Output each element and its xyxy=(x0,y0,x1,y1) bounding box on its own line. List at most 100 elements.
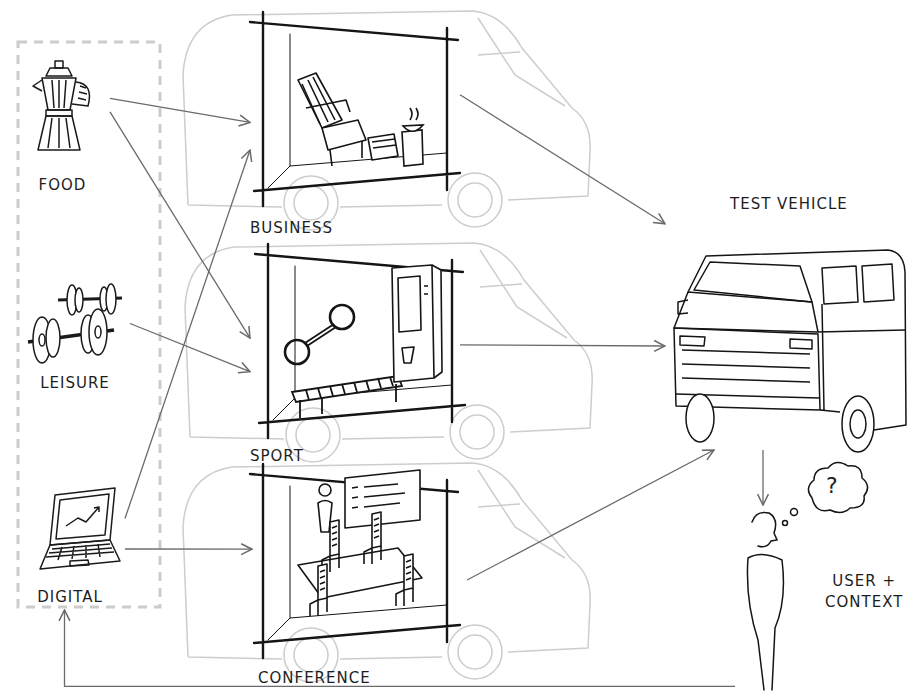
flow-arrow xyxy=(130,324,250,372)
laptop-icon xyxy=(40,488,120,569)
node-label: SPORT xyxy=(250,446,450,467)
moka-pot-icon-part xyxy=(38,116,80,150)
ghost-van-outline xyxy=(183,463,590,682)
flow-arrow xyxy=(125,150,250,519)
node-label: DIGITAL xyxy=(15,587,125,608)
coffee-table-sketch xyxy=(402,108,423,166)
scenario-box: SPORT xyxy=(250,244,460,468)
ghost-van-outline xyxy=(183,11,590,230)
dumbbells-icon-part xyxy=(95,326,101,338)
node-label: TEST VEHICLE xyxy=(730,194,905,215)
node-label: LEISURE xyxy=(20,373,130,394)
meeting-sketch-part xyxy=(352,484,405,508)
moka-pot-icon-part xyxy=(42,78,76,110)
flow-arrow xyxy=(762,450,763,505)
coffee-table-sketch-part xyxy=(402,130,423,166)
vending-machine-sketch-part xyxy=(392,265,434,382)
gym-equipment-sketch-part xyxy=(292,376,402,402)
test-van-sketch-part xyxy=(818,304,905,412)
meeting-sketch-part xyxy=(310,564,327,616)
node-label: FOOD xyxy=(15,175,110,196)
lounge-chair-sketch-part xyxy=(302,77,335,124)
test-van-sketch-part xyxy=(842,396,874,452)
laptop-icon-part xyxy=(66,507,99,526)
dumbbells-icon-part xyxy=(75,288,83,312)
gym-equipment-sketch xyxy=(285,305,402,418)
user-node: USER + CONTEXT xyxy=(735,505,910,690)
scenario-box: BUSINESS xyxy=(250,12,460,242)
dumbbells-icon-part xyxy=(46,319,60,357)
flow-arrow xyxy=(467,450,714,580)
lounge-chair-sketch-part xyxy=(306,100,350,112)
lounge-chair-sketch-part xyxy=(322,120,366,150)
test-van-sketch xyxy=(674,250,906,452)
lounge-chair-sketch-part xyxy=(368,134,398,160)
lounge-chair-sketch-part xyxy=(372,139,396,148)
coffee-table-sketch-part xyxy=(410,108,418,120)
moka-pot-icon-part xyxy=(33,80,42,91)
meeting-sketch-part xyxy=(396,554,413,606)
test-van-sketch-part xyxy=(682,350,810,382)
flow-arrow xyxy=(460,95,665,224)
dumbbells-icon-part xyxy=(106,284,116,314)
scenario-box: CONFERENCE xyxy=(252,470,467,690)
thought-mark: ? xyxy=(826,474,838,498)
room-frame xyxy=(250,12,460,206)
test-van-sketch-part xyxy=(678,300,688,314)
node-label: BUSINESS xyxy=(250,218,450,239)
laptop-icon-part xyxy=(70,560,89,566)
test-van-sketch-part xyxy=(694,262,812,302)
moka-pot-icon xyxy=(33,61,90,150)
room-frame xyxy=(250,464,460,658)
meeting-sketch-part xyxy=(345,470,420,528)
gym-equipment-sketch-part xyxy=(305,324,336,346)
moka-pot-icon-part xyxy=(52,80,66,108)
coffee-table-sketch-part xyxy=(403,125,423,131)
vending-machine-sketch-part xyxy=(402,347,414,363)
flow-arrow xyxy=(460,345,665,346)
node-label: USER + CONTEXT xyxy=(825,571,903,613)
lounge-chair-sketch xyxy=(298,73,398,166)
lounge-chair-sketch-part xyxy=(330,141,362,166)
test-van-sketch-part xyxy=(822,264,894,304)
flow-arrow xyxy=(125,548,252,550)
user-figure-sketch-part xyxy=(747,554,783,690)
vending-machine-sketch-part xyxy=(398,276,421,332)
flow-arrow xyxy=(65,610,736,686)
icon-node: LEISURE xyxy=(20,285,130,395)
laptop-icon-part xyxy=(40,540,120,569)
moka-pot-icon-part xyxy=(72,82,90,106)
icon-node: DIGITAL xyxy=(15,488,125,610)
moka-pot-icon-part xyxy=(46,110,72,116)
room-frame xyxy=(255,244,465,438)
user-figure-sketch-part xyxy=(808,462,867,512)
test-van-sketch-part xyxy=(850,410,866,438)
moka-pot-icon-part xyxy=(48,118,70,148)
moka-pot-icon-part xyxy=(46,68,72,76)
vending-machine-sketch-part xyxy=(424,286,428,294)
test-van-sketch-part xyxy=(674,292,818,332)
dumbbells-icon-part xyxy=(39,334,45,346)
test-van-sketch-part xyxy=(686,394,714,442)
test-van-sketch-part xyxy=(680,336,812,349)
icon-node: FOOD xyxy=(15,62,110,197)
meeting-sketch-part xyxy=(319,484,331,496)
user-figure-sketch-part xyxy=(783,521,788,526)
vehicle-node: TEST VEHICLE xyxy=(665,190,910,450)
laptop-icon-part xyxy=(56,494,109,539)
gym-equipment-sketch-part xyxy=(330,305,354,329)
ghost-van-outline xyxy=(185,243,592,462)
vending-machine-sketch xyxy=(392,265,442,382)
laptop-icon-part xyxy=(46,544,114,560)
dumbbells-icon xyxy=(28,284,122,363)
flow-arrow xyxy=(110,112,250,338)
user-figure-sketch-part xyxy=(791,509,798,516)
laptop-icon-part xyxy=(50,488,115,545)
dumbbells-icon-part xyxy=(89,309,107,355)
flow-arrow xyxy=(110,98,250,122)
moka-pot-icon-part xyxy=(55,61,63,68)
meeting-sketch xyxy=(298,470,422,616)
